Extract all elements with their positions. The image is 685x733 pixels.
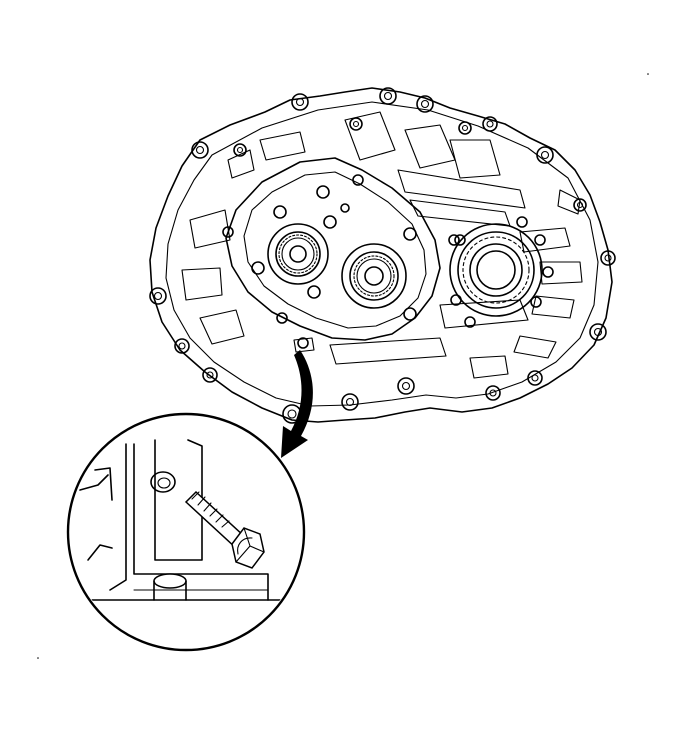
- detail-circle-border: [66, 412, 306, 652]
- interior-bosses: [222, 174, 528, 328]
- callout-arrow: [281, 350, 313, 458]
- input-shaft-bearing: [267, 223, 329, 285]
- gear-cavity-outline: [225, 157, 441, 341]
- perimeter-bolt-bosses: [149, 87, 616, 424]
- case-bolt-location: [293, 337, 315, 353]
- detail-contents: [70, 439, 301, 601]
- bolt-threads: [191, 491, 230, 528]
- transmission-case: [149, 87, 616, 424]
- output-shaft-bearing: [341, 243, 407, 309]
- hex-bolt: [184, 490, 265, 569]
- differential-bearing: [448, 223, 554, 317]
- gear-cavity-inner: [243, 171, 427, 329]
- case-outline: [149, 87, 613, 423]
- detail-magnifier: [66, 412, 306, 652]
